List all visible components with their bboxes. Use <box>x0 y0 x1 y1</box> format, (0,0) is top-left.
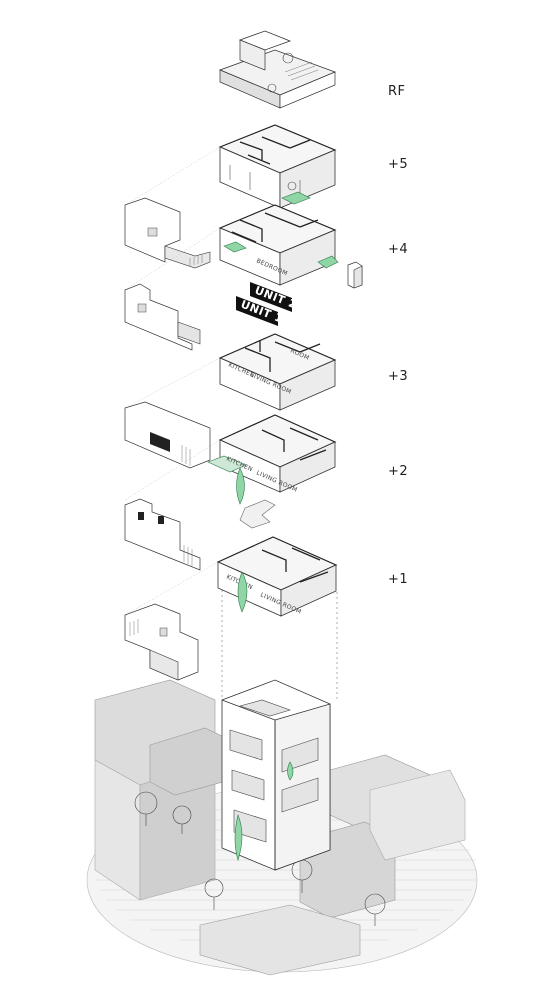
tree-icon <box>287 181 297 191</box>
facade-fragment-ground <box>124 603 199 681</box>
level-label-5: +5 <box>388 157 409 172</box>
floor-plan-level-5 <box>218 124 337 209</box>
tree-icon <box>134 791 386 926</box>
green-balcony <box>317 255 339 269</box>
green-balcony <box>223 241 247 253</box>
facade-fragment-4 <box>124 197 211 269</box>
green-terrace <box>281 191 311 205</box>
floor-plan-level-3: KITCHEN LIVING ROOM ROOM <box>218 333 337 411</box>
tree-icon <box>282 52 294 64</box>
site-context <box>86 679 478 976</box>
level-label-1: +1 <box>388 572 409 587</box>
level-label-2: +2 <box>388 464 409 479</box>
unit-2-tag <box>250 282 292 312</box>
floor-plan-level-2: KITCHEN LIVING ROOM <box>207 414 337 505</box>
facade-fragment-1 <box>124 498 201 571</box>
level-label-rf: RF <box>388 84 406 99</box>
level-label-3: +3 <box>388 369 409 384</box>
stair-slab-fragment <box>239 499 276 529</box>
floor-plan-level-1: KITCHEN LIVING ROOM <box>216 536 338 617</box>
floor-plan-level-4: BEDROOM <box>218 204 339 286</box>
facade-fragment-2 <box>124 401 211 469</box>
stair-fragment <box>347 261 363 289</box>
level-label-4: +4 <box>388 242 409 257</box>
floor-plan-rf <box>218 30 337 109</box>
tree-icon <box>267 83 277 93</box>
assembled-building <box>221 679 331 871</box>
green-plant <box>234 761 294 862</box>
unit-labels: UNIT 2 UNIT 1 <box>236 282 299 326</box>
facade-fragment-3 <box>124 283 201 351</box>
green-plant <box>236 467 245 505</box>
green-plant <box>237 571 248 613</box>
unit-1-tag <box>236 296 278 326</box>
